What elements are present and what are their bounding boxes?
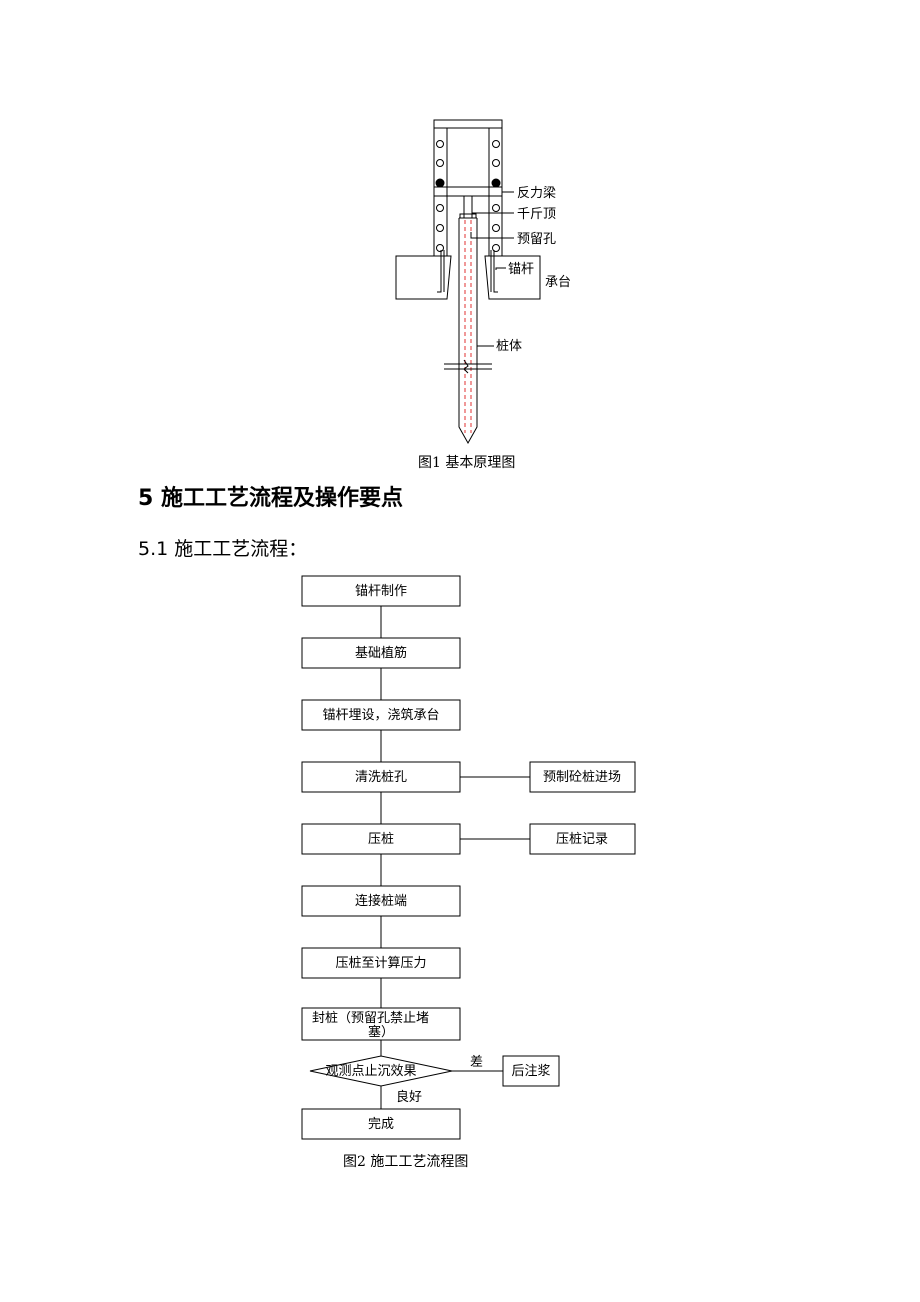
label-anchor-rod: 锚杆 — [508, 262, 534, 277]
jack-head — [459, 213, 477, 219]
leader-reserved-hole — [470, 232, 514, 239]
top-beam — [433, 119, 503, 129]
leader-anchor — [495, 267, 506, 270]
leader-jack — [471, 205, 514, 214]
section-heading: 5 施工工艺流程及操作要点 — [138, 486, 403, 511]
label-pile-body: 桩体 — [496, 339, 522, 354]
left-cap — [395, 255, 452, 300]
side-precast-pile: 预制砼桩进场 — [543, 770, 621, 785]
right-anchor-rod — [493, 250, 498, 293]
decision-bad-label: 差 — [470, 1055, 483, 1070]
label-jack: 千斤顶 — [517, 207, 556, 222]
flow-step-2: 基础植筋 — [355, 645, 407, 661]
flow-step-1: 锚杆制作 — [355, 584, 407, 599]
flow-step-5: 压桩 — [368, 832, 394, 847]
section-subheading: 5.1 施工工艺流程： — [138, 538, 308, 560]
reaction-beam — [433, 186, 503, 197]
left-column-holes — [436, 140, 444, 252]
label-reserved-hole: 预留孔 — [517, 232, 556, 247]
pile-body — [458, 218, 478, 445]
right-cap — [484, 255, 541, 300]
flow-final: 完成 — [368, 1117, 394, 1132]
decision-good-label: 良好 — [396, 1089, 422, 1105]
flow-step-6: 连接桩端 — [355, 893, 407, 909]
figure2-caption: 图2 施工工艺流程图 — [343, 1154, 469, 1170]
flowchart — [301, 575, 636, 1140]
pile-principle-diagram — [395, 119, 541, 445]
side-post-grouting: 后注浆 — [511, 1064, 550, 1079]
flow-step-8-line2: 塞） — [368, 1024, 394, 1040]
flow-step-4: 清洗桩孔 — [355, 770, 407, 785]
flow-step-7: 压桩至计算压力 — [335, 956, 426, 971]
left-pin — [435, 178, 445, 188]
side-pressing-record: 压桩记录 — [556, 832, 608, 847]
decision-text: 观测点止沉效果 — [325, 1064, 416, 1079]
label-reaction-beam: 反力梁 — [517, 186, 556, 201]
label-cap: 承台 — [545, 275, 571, 290]
break-symbol — [463, 359, 469, 374]
flow-step-3: 锚杆埋设，浇筑承台 — [322, 707, 439, 723]
right-pin — [491, 178, 501, 188]
left-anchor-rod — [437, 250, 442, 293]
flow-step-8-line1: 封桩（预留孔禁止堵 — [312, 1011, 429, 1026]
figure1-caption: 图1 基本原理图 — [418, 455, 516, 471]
right-column-holes — [492, 140, 500, 252]
